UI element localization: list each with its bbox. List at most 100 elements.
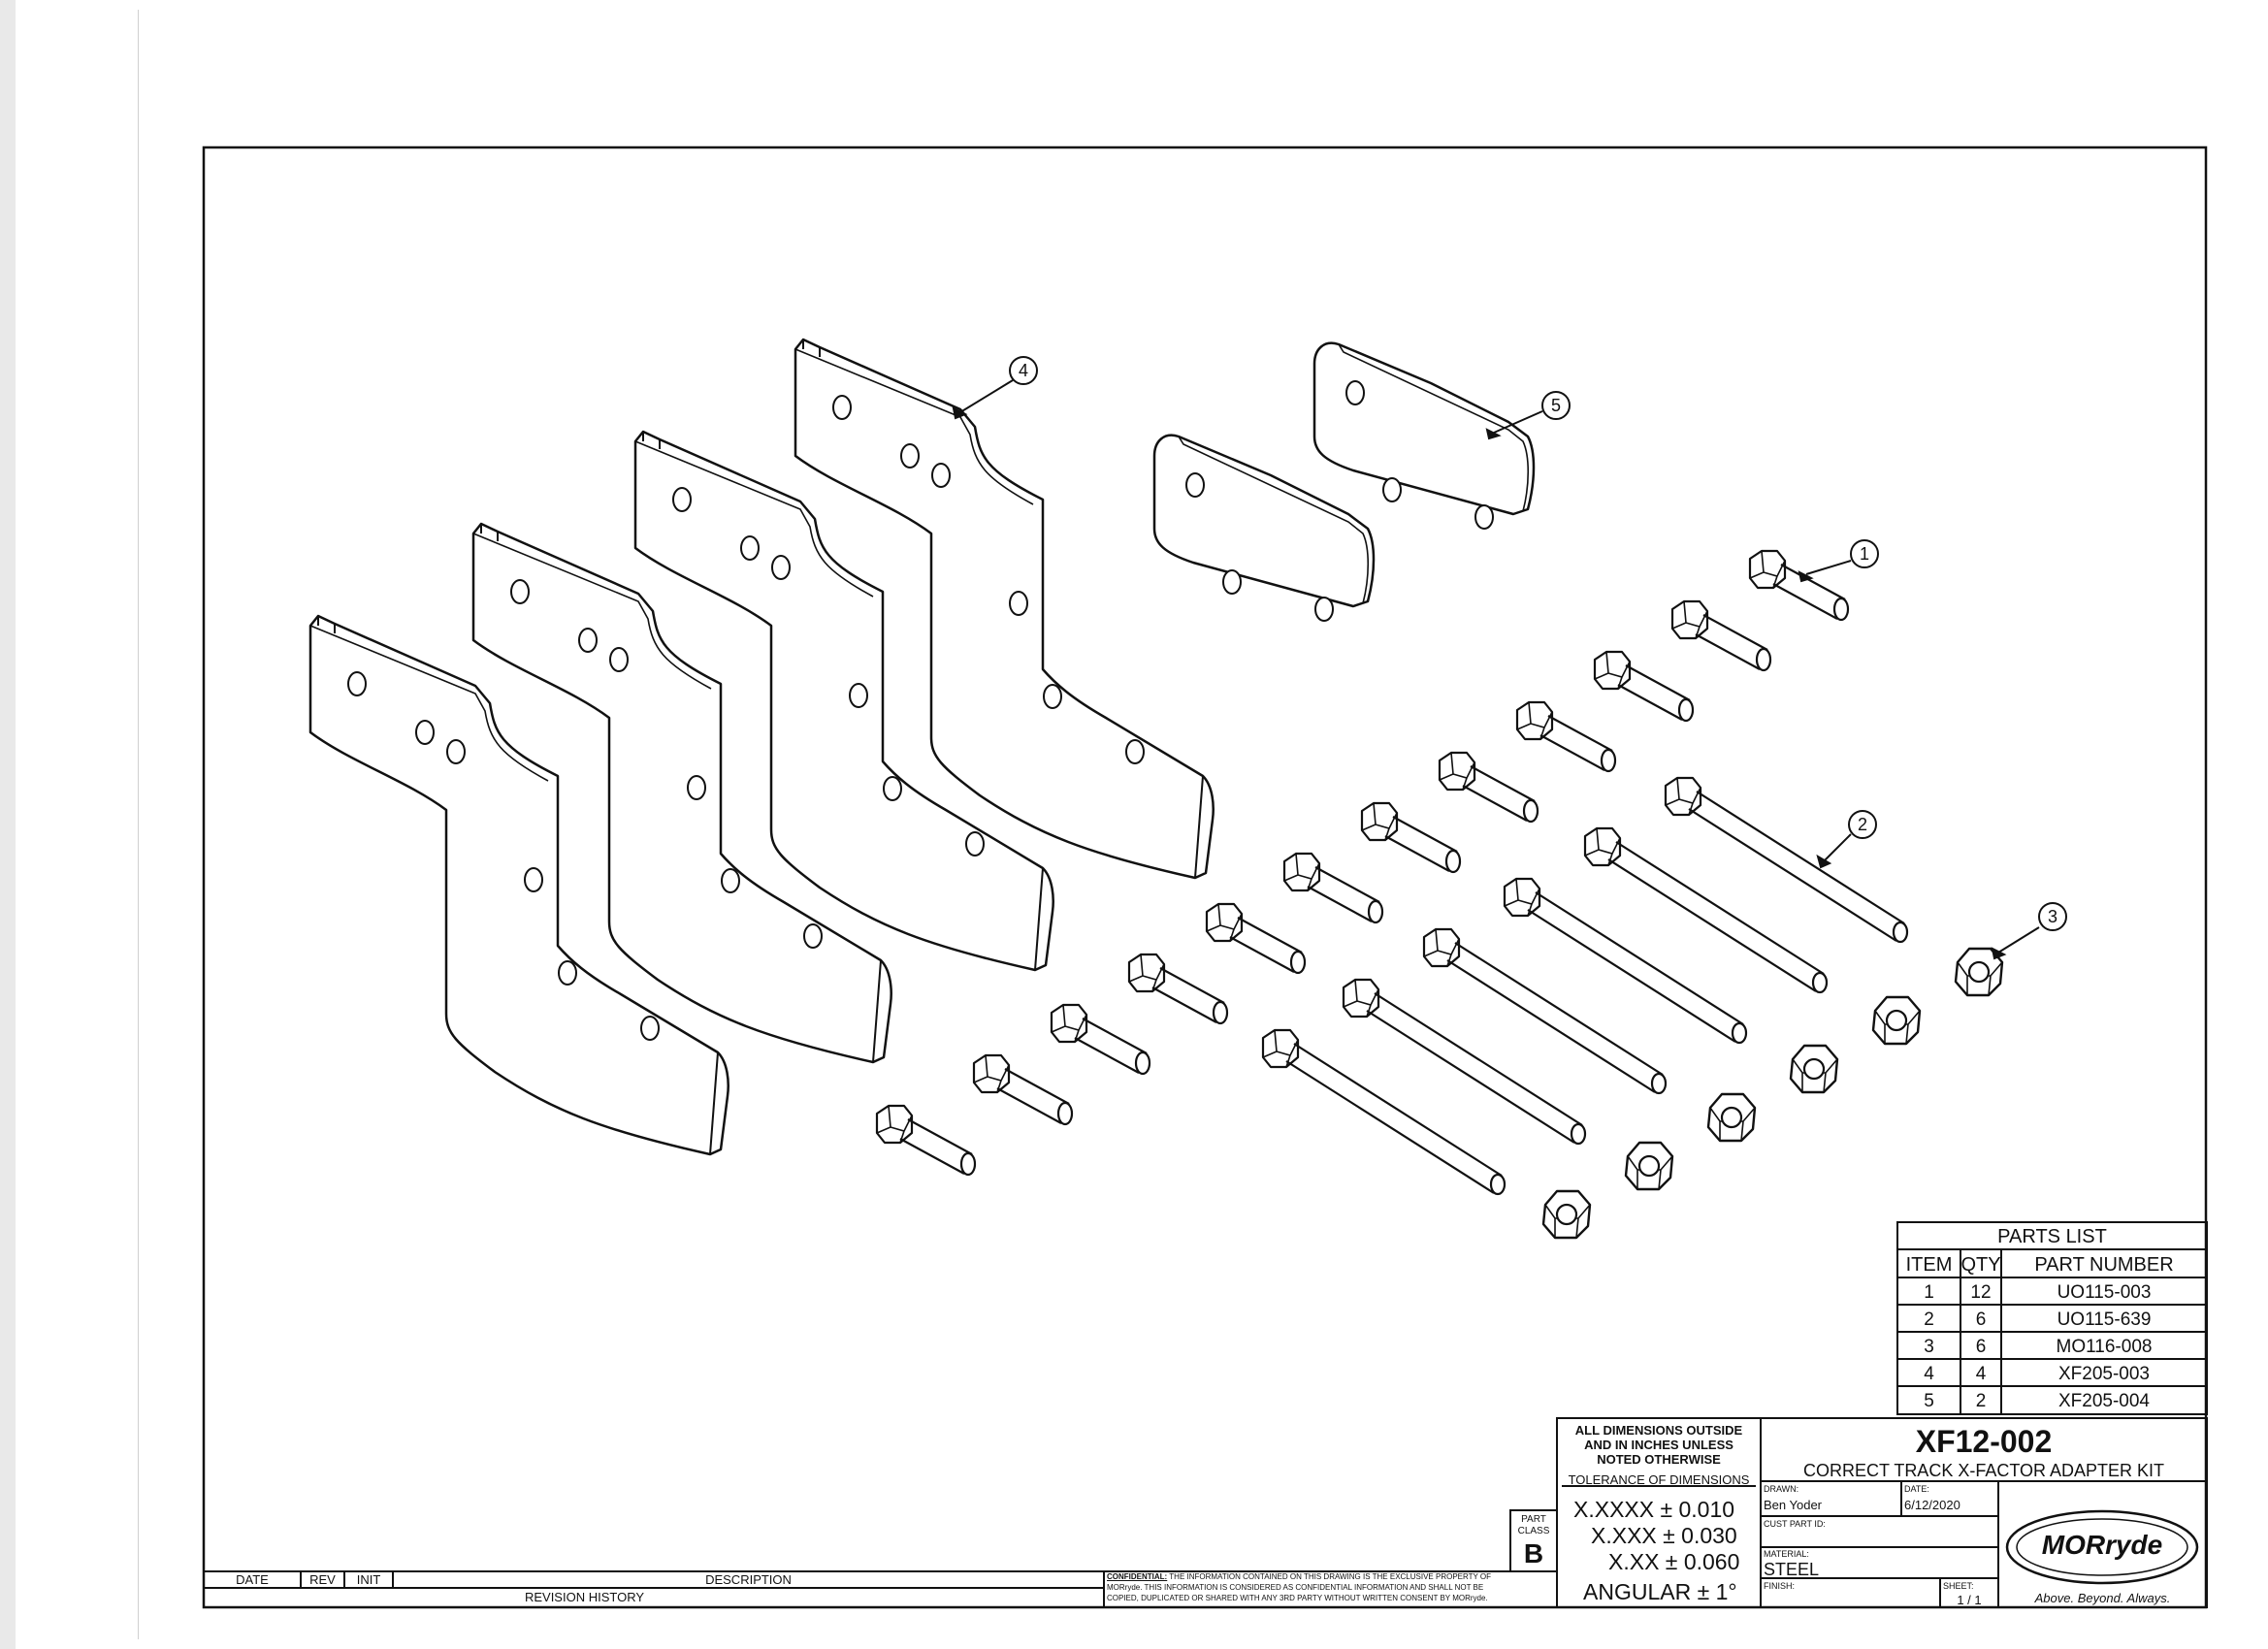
sheet-value: 1 / 1: [1957, 1593, 1982, 1607]
short-bolt: [875, 1104, 977, 1177]
material-value: STEEL: [1764, 1560, 1820, 1579]
part-class-value: B: [1523, 1538, 1544, 1568]
dims-note-line-3: NOTED OTHERWISE: [1597, 1452, 1721, 1467]
confidential-line-3: COPIED, DUPLICATED OR SHARED WITH ANY 3R…: [1107, 1594, 1488, 1602]
parts-list-cell: 12: [1970, 1282, 1992, 1303]
drawing-number: XF12-002: [1915, 1424, 2053, 1459]
revision-history-label: REVISION HISTORY: [524, 1590, 645, 1604]
tolerance-heading: TOLERANCE OF DIMENSIONS: [1568, 1472, 1750, 1487]
dims-note-line-2: AND IN INCHES UNLESS: [1584, 1438, 1733, 1452]
parts-list-cell: 2: [1975, 1391, 1987, 1411]
title-block-lines: [204, 1417, 2208, 1608]
balloon-circles: [1009, 356, 2067, 931]
balloon-3: [2038, 902, 2067, 931]
long-bolt: [1422, 927, 1668, 1095]
drawn-by: Ben Yoder: [1764, 1498, 1823, 1512]
tolerance-4-place: X.XXXX ± 0.010: [1573, 1497, 1735, 1522]
short-bolt: [1593, 650, 1695, 723]
parts-list-cell: XF205-003: [2057, 1364, 2150, 1384]
leader-3: [1997, 926, 2040, 954]
cust-part-label: CUST PART ID:: [1764, 1519, 1826, 1529]
tolerance-2-place: X.XX ± 0.060: [1608, 1549, 1740, 1574]
finish-label: FINISH:: [1764, 1581, 1796, 1591]
parts-list-cell: 3: [1924, 1337, 1934, 1357]
nuts: [1541, 947, 2004, 1240]
scan-line: [138, 10, 139, 1639]
revision-init-header: INIT: [356, 1572, 381, 1587]
short-bolt: [1205, 902, 1307, 975]
revision-description-header: DESCRIPTION: [705, 1572, 792, 1587]
parts-list-cell: 6: [1975, 1310, 1987, 1330]
tolerance-angular: ANGULAR ± 1°: [1583, 1579, 1737, 1604]
leader-2: [1823, 833, 1852, 862]
date-label: DATE:: [1904, 1484, 1929, 1494]
short-bolt: [1748, 549, 1850, 622]
parts-list-cell: 1: [1924, 1282, 1934, 1303]
drawing-title: CORRECT TRACK X-FACTOR ADAPTER KIT: [1802, 1461, 2165, 1480]
revision-rev-header: REV: [309, 1572, 336, 1587]
revision-date-header: DATE: [236, 1572, 269, 1587]
balloon-5: [1541, 391, 1571, 420]
long-bolts: [1261, 776, 1909, 1196]
nut: [1871, 995, 1922, 1046]
balloon-1-label: 1: [1859, 544, 1869, 564]
parts-list-cell: UO115-639: [2057, 1310, 2152, 1330]
leader-4: [959, 379, 1014, 413]
sheet-label: SHEET:: [1943, 1581, 1974, 1591]
confidential-line-1: CONFIDENTIAL: THE INFORMATION CONTAINED …: [1107, 1573, 1491, 1581]
morryde-logo: [2005, 1509, 2199, 1585]
short-bolt: [1360, 801, 1462, 874]
parts-list-cell: MO116-008: [2056, 1337, 2153, 1357]
short-bolt: [1127, 953, 1229, 1025]
parts-list-lines: [1896, 1221, 2208, 1415]
material-label: MATERIAL:: [1764, 1549, 1809, 1559]
morryde-logo-text: MORryde: [2041, 1530, 2163, 1560]
balloon-4-label: 4: [1018, 361, 1028, 380]
tagline: Above. Beyond. Always.: [2034, 1591, 2171, 1605]
parts-list-cell: 6: [1975, 1337, 1987, 1357]
short-bolt: [1282, 852, 1384, 924]
long-bolt: [1583, 826, 1829, 994]
balloon-2-label: 2: [1857, 815, 1867, 834]
nut: [1624, 1141, 1674, 1191]
balloon-1: [1850, 539, 1879, 568]
long-bolt: [1261, 1028, 1507, 1196]
leader-lines: [952, 379, 2040, 960]
parts-list-cell: 4: [1975, 1364, 1987, 1384]
scan-edge: [0, 0, 16, 1649]
tolerance-3-place: X.XXX ± 0.030: [1591, 1523, 1737, 1548]
long-bolt: [1503, 877, 1748, 1045]
long-bolt: [1664, 776, 1909, 944]
dims-note-line-1: ALL DIMENSIONS OUTSIDE: [1574, 1423, 1743, 1438]
nut: [1789, 1044, 1839, 1094]
part-class-label: PART: [1521, 1514, 1546, 1525]
parts-list-header-qty: QTY: [1960, 1254, 2001, 1276]
short-bolt: [1670, 599, 1772, 672]
balloon-3-label: 3: [2047, 907, 2057, 926]
confidential-label: CONFIDENTIAL:: [1107, 1572, 1168, 1581]
confidential-text: THE INFORMATION CONTAINED ON THIS DRAWIN…: [1169, 1572, 1492, 1581]
short-bolt: [1050, 1003, 1151, 1076]
parts-list-cell: 2: [1924, 1310, 1934, 1330]
drawn-label: DRAWN:: [1764, 1484, 1799, 1494]
parts-list-cell: XF205-004: [2057, 1391, 2150, 1411]
parts-list-header-part-number: PART NUMBER: [2034, 1254, 2174, 1276]
part-class-label: CLASS: [1517, 1526, 1550, 1536]
short-bolt: [1438, 751, 1539, 824]
balloon-4: [1009, 356, 1038, 385]
balloon-2: [1848, 810, 1877, 839]
leader-5: [1493, 410, 1543, 434]
parts-list-cell: 4: [1924, 1364, 1934, 1384]
confidential-line-2: MORryde. THIS INFORMATION IS CONSIDERED …: [1107, 1583, 1484, 1592]
parts-list-header-item: ITEM: [1905, 1254, 1953, 1276]
nut: [1706, 1092, 1757, 1143]
leader-1: [1805, 560, 1852, 575]
plates: [1152, 341, 1536, 623]
parts-list-title: PARTS LIST: [1997, 1226, 2107, 1247]
nut: [1541, 1189, 1592, 1240]
short-bolt: [1515, 700, 1617, 773]
short-bolt: [972, 1053, 1074, 1126]
parts-list-cell: 5: [1924, 1391, 1934, 1411]
balloon-5-label: 5: [1550, 396, 1561, 415]
